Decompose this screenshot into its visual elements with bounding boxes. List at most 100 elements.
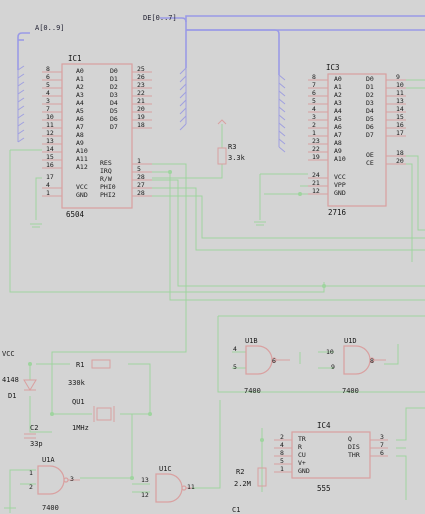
ic1-left-pin-7: 11 [46, 121, 54, 129]
ic4-right-pin-1: 7 [380, 441, 384, 449]
gate-u1c[interactable] [155, 473, 187, 503]
ic3-left-pin-1: 7 [312, 81, 316, 89]
ic1-left-name-14: GND [76, 191, 88, 199]
ic4-left-pin-3: 5 [280, 457, 284, 465]
u1a-ref: U1A [42, 456, 55, 464]
ic1-ctrl-name-0: RES [100, 159, 112, 167]
ic3-left-pin-7: 1 [312, 129, 316, 137]
d1-ref: D1 [8, 392, 17, 400]
ic1-left-pin-6: 10 [46, 113, 54, 121]
ic1-left-name-7: A7 [76, 123, 84, 131]
wires [9, 79, 425, 513]
ic3-right-pin-9: 20 [396, 157, 404, 165]
ic1-ref: IC1 [68, 54, 82, 63]
ic1-left-name-10: A10 [76, 147, 88, 155]
c2-value: 33p [30, 440, 43, 448]
ic4-right-name-0: Q [348, 435, 352, 443]
ic1-ctrl-name-2: R/W [100, 175, 112, 183]
ic1-left-pin-8: 12 [46, 129, 54, 137]
ic3-left-pin-8: 23 [312, 137, 320, 145]
u1c-pin-b: 12 [141, 491, 149, 499]
ic1-ctrl-pin-2: 28 [137, 173, 145, 181]
ic3-left-pin-12: 21 [312, 179, 320, 187]
u1a-pin-out: 3 [70, 475, 74, 483]
ic1-left-name-4: A4 [76, 99, 84, 107]
ic4-left-pin-0: 2 [280, 433, 284, 441]
r1-ref: R1 [76, 361, 85, 369]
u1d-pin-a: 10 [326, 348, 334, 356]
r2-resistor[interactable] [257, 467, 267, 487]
ic3-right-name-7: D7 [366, 131, 374, 139]
u1c-pin-out: 11 [187, 483, 195, 491]
ic3-right-pin-2: 11 [396, 89, 404, 97]
ic3-left-pin-13: 12 [312, 187, 320, 195]
ground-symbols [4, 221, 266, 509]
capacitor-c2[interactable] [24, 433, 36, 439]
ic3-right-name-5: D5 [366, 115, 374, 123]
r2-value: 2.2M [234, 480, 251, 488]
ic1-pins [42, 71, 152, 197]
u1b-ref: U1B [245, 337, 258, 345]
d1-part: 4148 [2, 376, 19, 384]
ic1-left-pin-5: 7 [46, 105, 50, 113]
ic1-ctrl-name-4: PHI2 [100, 191, 116, 199]
ic3-left-pin-6: 2 [312, 121, 316, 129]
ic3-right-name-2: D2 [366, 91, 374, 99]
u1a-pin-b: 2 [29, 483, 33, 491]
q1-ref: QU1 [72, 398, 85, 406]
ic1-data-name-4: D4 [110, 99, 118, 107]
gate-wires [68, 359, 386, 489]
r3-resistor[interactable] [217, 119, 227, 165]
ic1-data-name-7: D7 [110, 123, 118, 131]
u1a-part: 7400 [42, 504, 59, 512]
ic4-body[interactable] [291, 431, 371, 479]
ic1-left-name-1: A1 [76, 75, 84, 83]
ic1-left-pin-15: 1 [46, 189, 50, 197]
u1a-pin-a: 1 [29, 469, 33, 477]
ic3-right-pin-5: 15 [396, 113, 404, 121]
ic1-data-pin-3: 22 [137, 89, 145, 97]
ic3-left-pin-5: 3 [312, 113, 316, 121]
address-bus-label: A[0..9] [35, 24, 65, 32]
ic3-left-name-11: VCC [334, 173, 346, 181]
ic3-right-pin-4: 14 [396, 105, 404, 113]
ic3-body[interactable] [327, 73, 387, 207]
ic1-left-pin-1: 6 [46, 73, 50, 81]
ic3-left-name-4: A4 [334, 107, 342, 115]
ic1-left-pin-3: 4 [46, 89, 50, 97]
ic4-right-name-2: THR [348, 451, 360, 459]
ic3-ref: IC3 [326, 63, 340, 72]
ic4-left-name-0: TR [298, 435, 306, 443]
ic1-data-pin-7: 18 [137, 121, 145, 129]
r1-resistor[interactable] [91, 359, 111, 369]
gate-u1a[interactable] [37, 465, 69, 495]
ic3-left-name-12: VPP [334, 181, 346, 189]
u1b-pin-b: 5 [233, 363, 237, 371]
diode-d1[interactable] [23, 379, 37, 391]
ic1-left-pin-9: 13 [46, 137, 54, 145]
u1b-pin-out: 6 [272, 357, 276, 365]
ic1-ctrl-name-3: PHI0 [100, 183, 116, 191]
crystal-qu1[interactable] [93, 406, 115, 422]
ic3-left-name-0: A0 [334, 75, 342, 83]
ic1-left-name-9: A9 [76, 139, 84, 147]
ic1-data-entries [179, 67, 187, 131]
ic3-right-pin-6: 16 [396, 121, 404, 129]
ic1-left-name-3: A3 [76, 91, 84, 99]
r1-value: 330k [68, 379, 85, 387]
ic1-left-pin-13: 17 [46, 173, 54, 181]
ic4-part: 555 [317, 484, 331, 493]
ic1-left-name-8: A8 [76, 131, 84, 139]
ic3-right-name-8: OE [366, 151, 374, 159]
u1d-ref: U1D [344, 337, 357, 345]
ic3-right-pin-0: 9 [396, 73, 400, 81]
ic1-left-name-0: A0 [76, 67, 84, 75]
ic3-left-name-6: A6 [334, 123, 342, 131]
ic4-left-pin-4: 1 [280, 465, 284, 473]
junctions [28, 170, 326, 480]
ic3-left-name-8: A8 [334, 139, 342, 147]
ic1-body[interactable] [61, 63, 133, 209]
ic3-left-name-7: A7 [334, 131, 342, 139]
ic3-right-name-1: D1 [366, 83, 374, 91]
